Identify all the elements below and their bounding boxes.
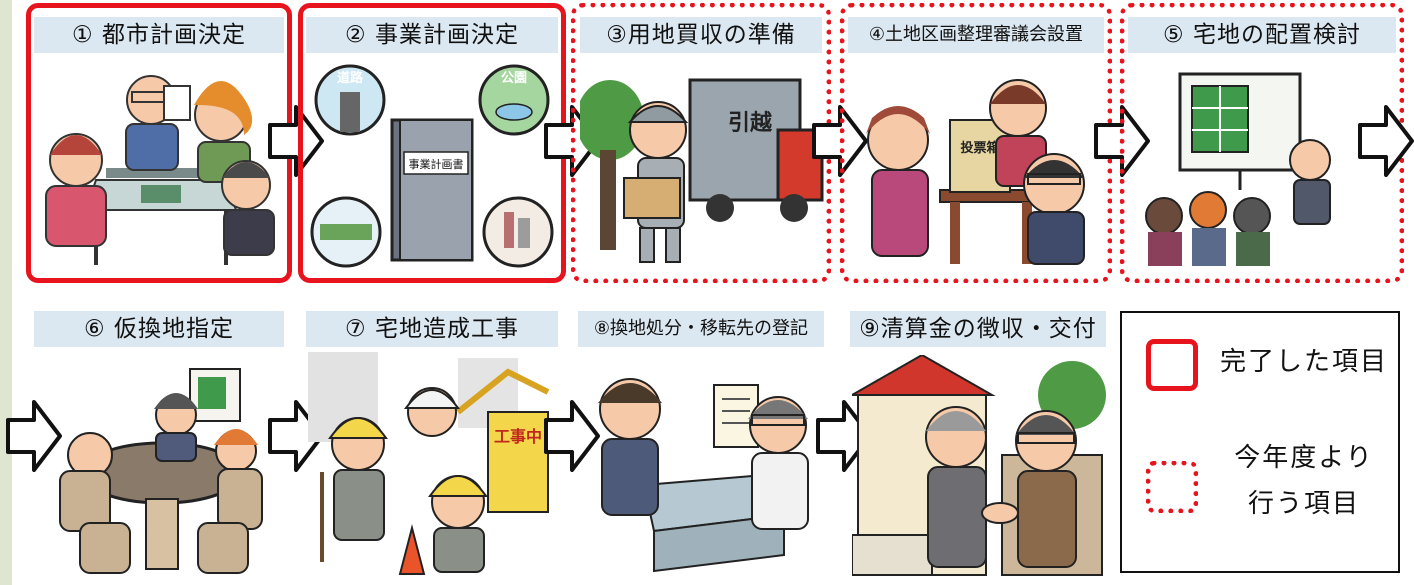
arrow-7-to-8-icon: [544, 400, 600, 472]
step-7-sign-text: 工事中: [494, 427, 542, 446]
step-7-construction-icon: 工事中: [308, 352, 558, 577]
legend-planned-label: 今年度より 行う項目: [1214, 435, 1394, 527]
step-4-ballot-box-icon: 投票箱: [850, 60, 1102, 270]
step-6-label: ⑥ 仮換地指定: [34, 311, 284, 347]
arrow-into-6-icon: [6, 400, 62, 472]
step-9-handshake-icon: [852, 355, 1106, 577]
step-4-label: ④土地区画整理審議会設置: [848, 17, 1104, 53]
step-3-moving-truck-icon: 引越: [580, 60, 824, 270]
step-9-label: ⑨清算金の徴収・交付: [850, 311, 1106, 347]
legend-box: 完了した項目 今年度より 行う項目: [1120, 311, 1400, 573]
step-4-box-text: 投票箱: [960, 140, 999, 156]
step-1-meeting-icon: [36, 60, 282, 270]
legend-planned-line-1: 今年度より: [1234, 443, 1374, 473]
step-2-bubble-park: 公園: [501, 70, 527, 86]
step-3-truck-text: 引越: [728, 111, 773, 136]
step-8-registration-icon: [584, 355, 824, 577]
step-2-plan-document-icon: 事業計画書 道路 公園: [308, 60, 556, 270]
step-5-presentation-icon: [1134, 60, 1350, 270]
arrow-1-to-2-icon: [268, 105, 324, 177]
legend-planned-swatch: [1146, 461, 1198, 513]
step-1-label: ① 都市計画決定: [34, 17, 284, 53]
step-5-label: ⑤ 宅地の配置検討: [1128, 17, 1396, 53]
legend-done-label: 完了した項目: [1220, 347, 1389, 377]
left-margin-bar: [0, 0, 12, 585]
arrow-5-to-6-icon: [1358, 105, 1414, 177]
step-2-bubble-road: 道路: [337, 70, 364, 86]
step-7-label: ⑦ 宅地造成工事: [306, 311, 558, 347]
step-6-conference-icon: [50, 355, 272, 577]
step-2-document-title: 事業計画書: [409, 157, 464, 171]
legend-planned-line-2: 行う項目: [1247, 489, 1360, 519]
legend-done-swatch: [1146, 339, 1198, 391]
step-8-label: ⑧換地処分・移転先の登記: [578, 311, 824, 347]
step-2-label: ② 事業計画決定: [306, 17, 558, 53]
step-3-label: ③用地買収の準備: [580, 17, 822, 53]
